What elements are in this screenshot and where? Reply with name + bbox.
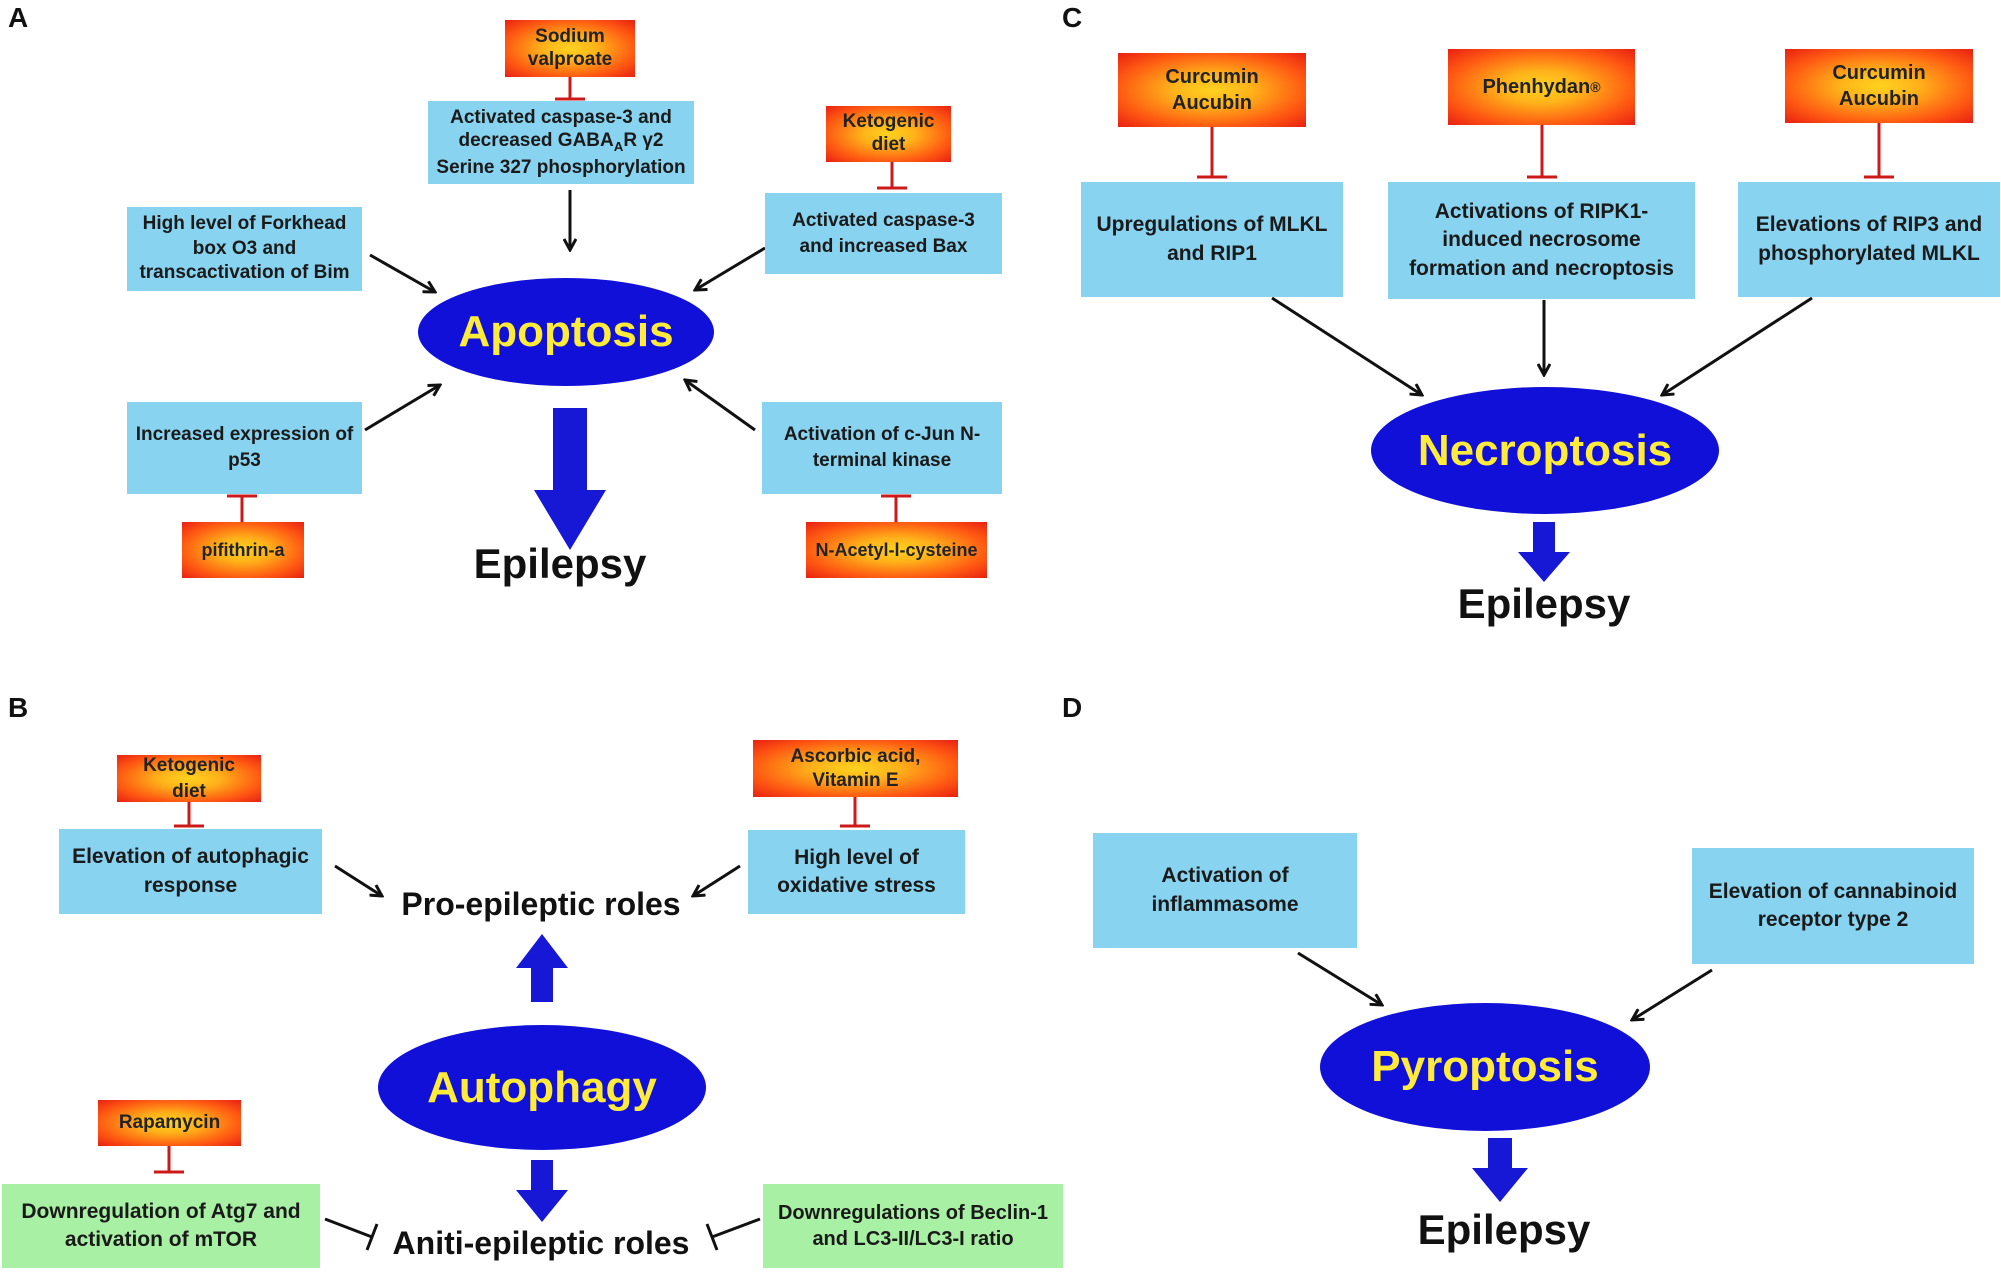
box-ripk1-necrosome: Activations of RIPK1-induced necrosome f… [1388,182,1695,299]
box-caspase-gaba-line1: Activated caspase-3 and [450,106,672,128]
drug-ketogenic-diet-b: Ketogenic diet [117,755,261,802]
block-arrow-pyroptosis-to-epilepsy [1472,1138,1528,1202]
box-forkhead: High level of Forkhead box O3 and transc… [127,207,362,291]
gaba-post: R γ2 [623,130,664,152]
inhibit-curcumin-2 [1864,123,1894,179]
panel-label-a: A [8,2,29,33]
phenhydan-registered-mark: ® [1590,78,1601,95]
drug-curcumin-aucubin-2: Curcumin Aucubin [1785,49,1973,123]
box-p53: Increased expression of p53 [127,402,362,494]
epilepsy-label-a: Epilepsy [473,540,647,587]
drug-ascorbic-acid: Ascorbic acid, Vitamin E [753,740,958,797]
inhibit-beclin-to-anti [705,1217,761,1251]
box-caspase-bax: Activated caspase-3 and increased Bax [765,193,1002,274]
epilepsy-label-c: Epilepsy [1457,580,1631,627]
drug-curcumin-aucubin-1: Curcumin Aucubin [1118,53,1306,127]
arrow-oxidative-to-pro [693,864,741,896]
block-arrow-necroptosis-to-epilepsy [1518,522,1570,582]
drug-phenhydan: Phenhydan® [1448,49,1635,125]
box-beclin-lc3: Downregulations of Beclin-1 and LC3-II/L… [763,1184,1063,1268]
inhibit-rapamycin [154,1146,184,1174]
pyroptosis-node: Pyroptosis [1320,1003,1650,1131]
arrow-inflammasome-to-pyroptosis [1297,951,1382,1005]
arrow-p53-to-apoptosis [364,385,440,432]
arrow-mlkl-to-necroptosis [1271,296,1422,395]
inhibit-ascorbic [840,797,870,828]
inhibit-curcumin-1 [1197,127,1227,179]
arrow-jnk-to-apoptosis [685,380,756,432]
inhibit-nac [881,494,911,522]
arrow-bax-to-apoptosis [695,246,766,290]
inhibit-atg7-to-anti [324,1217,379,1251]
box-rip3-mlkl: Elevations of RIP3 and phosphorylated ML… [1738,182,2000,297]
anti-epileptic-roles: Aniti-epileptic roles [392,1225,690,1261]
inhibit-ketogenic-a [877,162,907,190]
block-arrow-autophagy-to-anti [516,1160,568,1222]
inhibit-valproate [555,77,585,101]
autophagy-node: Autophagy [378,1025,706,1150]
block-arrow-autophagy-to-pro [516,934,568,1002]
arrow-forkhead-to-apoptosis [369,253,435,292]
box-cannabinoid-receptor: Elevation of cannabinoid receptor type 2 [1692,848,1974,964]
box-caspase-gaba-line3: Serine 327 phosphorylation [436,156,686,178]
drug-nac: N-Acetyl-l-cysteine [806,522,987,578]
box-caspase-gaba: Activated caspase-3 and decreased GABAAR… [428,101,694,184]
panel-label-d: D [1062,692,1083,723]
drug-rapamycin: Rapamycin [98,1100,241,1146]
apoptosis-node: Apoptosis [418,278,714,386]
gaba-sub: A [613,139,624,155]
block-arrow-apoptosis-to-epilepsy [534,408,606,550]
box-caspase-gaba-line2: decreased GABAAR γ2 [459,129,664,155]
drug-ketogenic-diet-a: Ketogenic diet [826,106,951,162]
epilepsy-label-d: Epilepsy [1417,1206,1591,1253]
arrow-rip3-to-necroptosis [1662,296,1813,395]
box-jnk: Activation of c-Jun N-terminal kinase [762,402,1002,494]
panel-label-c: C [1062,2,1083,33]
necroptosis-node: Necroptosis [1371,387,1719,514]
pro-epileptic-roles: Pro-epileptic roles [401,886,681,922]
inhibit-pifithrin [227,494,257,522]
inhibit-phenhydan [1527,125,1557,179]
drug-pifithrin: pifithrin-a [182,522,304,578]
gaba-pre: decreased GABA [458,130,614,152]
box-atg7-mtor: Downregulation of Atg7 and activation of… [2,1184,320,1268]
phenhydan-name: Phenhydan [1482,75,1591,98]
box-autophagic-response: Elevation of autophagic response [59,829,322,914]
panel-label-b: B [8,692,29,723]
box-oxidative-stress: High level of oxidative stress [748,830,965,914]
box-inflammasome: Activation of inflammasome [1093,833,1357,948]
inhibit-ketogenic-b [174,802,204,828]
box-mlkl-rip1: Upregulations of MLKL and RIP1 [1081,182,1343,297]
drug-sodium-valproate: Sodium valproate [505,20,635,77]
arrow-cannabinoid-to-pyroptosis [1632,968,1713,1020]
arrow-autophagic-to-pro [334,864,382,896]
